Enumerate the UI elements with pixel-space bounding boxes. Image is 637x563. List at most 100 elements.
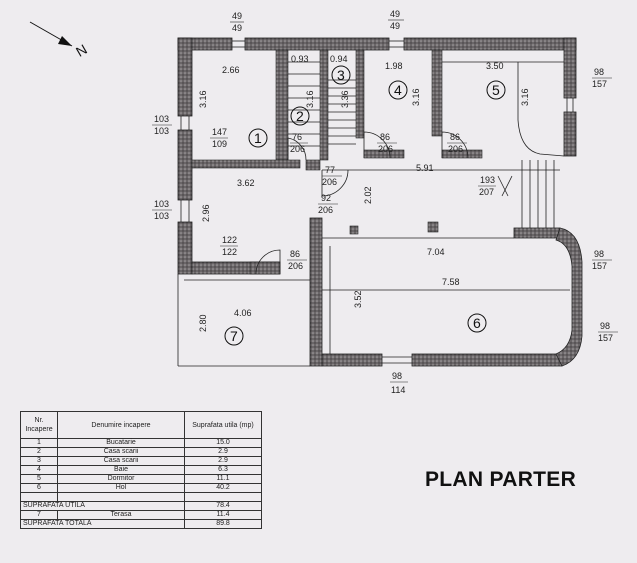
opening-bottom-bottom: 114 — [391, 385, 405, 395]
opening-w1-bottom: 109 — [212, 139, 227, 149]
room-numbers: 1 2 3 4 5 6 7 — [224, 65, 506, 346]
opening-d4-top: 86 — [380, 132, 390, 142]
cell-name: Terasa — [57, 510, 185, 520]
dim-r2-h: 3.16 — [305, 90, 315, 108]
opening-d8-bottom: 206 — [288, 261, 303, 271]
cell-area: 6.3 — [184, 465, 262, 475]
room-number-7: 7 — [230, 328, 238, 344]
opening-left-mid-bottom: 103 — [154, 211, 169, 221]
opening-top-left-top: 49 — [232, 11, 242, 21]
plan-title: PLAN PARTER — [425, 468, 577, 491]
surface-table: Nr. Incapere Denumire incapere Suprafata… — [20, 411, 262, 529]
dim-r3-h: 3.36 — [340, 90, 350, 108]
cell-nr: 4 — [20, 465, 58, 475]
opening-right-low-top: 98 — [600, 321, 610, 331]
north-arrow-icon: N — [29, 21, 90, 60]
opening-right-top-bottom: 157 — [592, 79, 607, 89]
cell-nr: 1 — [20, 438, 58, 448]
dim-hall-h: 2.02 — [363, 186, 373, 204]
cell-name: Dormitor — [57, 474, 185, 484]
dim-r8-h: 2.96 — [201, 204, 211, 222]
dim-r1-w: 2.66 — [222, 65, 240, 75]
opening-left-top-bottom: 103 — [154, 126, 169, 136]
room-dimensions: 2.66 3.16 0.93 3.16 0.94 3.36 1.98 3.16 … — [198, 54, 530, 332]
opening-d-right-top: 193 — [480, 175, 495, 185]
dim-r5-h: 3.16 — [520, 88, 530, 106]
cell-nr: 2 — [20, 447, 58, 457]
north-label: N — [73, 41, 90, 60]
header-nr: Nr. Incapere — [20, 411, 58, 439]
cell-nr: 5 — [20, 474, 58, 484]
room-number-2: 2 — [296, 108, 304, 124]
room-number-4: 4 — [394, 82, 402, 98]
dim-r6-w2: 7.58 — [442, 277, 460, 287]
opening-w8-bottom: 122 — [222, 247, 237, 257]
cell-name: Hol — [57, 483, 185, 493]
opening-right-low-bottom: 157 — [598, 333, 613, 343]
table-header-row: Nr. Incapere Denumire incapere Suprafata… — [20, 411, 262, 439]
table-row-empty — [20, 492, 262, 502]
opening-d4-bottom: 206 — [378, 144, 393, 154]
cell-area: 2.9 — [184, 456, 262, 466]
opening-bottom-top: 98 — [392, 371, 402, 381]
interior-walls — [191, 49, 483, 275]
cell-area: 15.0 — [184, 438, 262, 448]
opening-d8-top: 86 — [290, 249, 300, 259]
dim-r5-w: 3.50 — [486, 61, 504, 71]
room-number-6: 6 — [473, 315, 481, 331]
table-row: 4 Baie 6.3 — [20, 465, 262, 475]
useful-area-label: SUPRAFATA UTILA — [20, 501, 185, 511]
opening-labels: 49 49 49 49 98 157 98 157 98 157 103 103… — [152, 9, 618, 395]
cell-nr: 6 — [20, 483, 58, 493]
table-row: 1 Bucatarie 15.0 — [20, 438, 262, 448]
opening-top-left-bottom: 49 — [232, 23, 242, 33]
cell-area: 2.9 — [184, 447, 262, 457]
cell-nr: 3 — [20, 456, 58, 466]
useful-area-value: 78.4 — [184, 501, 262, 511]
opening-w8-top: 122 — [222, 235, 237, 245]
table-row: 2 Casa scarii 2.9 — [20, 447, 262, 457]
opening-top-mid-bottom: 49 — [390, 21, 400, 31]
cell-name: Bucatarie — [57, 438, 185, 448]
opening-d5-top: 86 — [450, 132, 460, 142]
dim-hall-w: 5.91 — [416, 163, 434, 173]
opening-d-hall-bottom: 206 — [322, 177, 337, 187]
opening-top-mid-top: 49 — [390, 9, 400, 19]
dim-r8-w: 3.62 — [237, 178, 255, 188]
dim-r2-w: 0.93 — [291, 54, 309, 64]
cell-name: Casa scarii — [57, 456, 185, 466]
cell-area: 40.2 — [184, 483, 262, 493]
total-area-label: SUPRAFATA TOTALA — [20, 519, 185, 529]
terrace-row: 7 Terasa 11.4 — [20, 510, 262, 520]
table-row: 6 Hol 40.2 — [20, 483, 262, 493]
dim-r4-h: 3.16 — [411, 88, 421, 106]
room-number-3: 3 — [337, 67, 345, 83]
room-number-1: 1 — [254, 130, 262, 146]
dim-r7-h: 2.80 — [198, 314, 208, 332]
floor-plan: N — [29, 9, 618, 395]
dim-r6-h: 3.52 — [353, 290, 363, 308]
opening-d-hall2-bottom: 206 — [318, 205, 333, 215]
opening-d5-bottom: 206 — [448, 144, 463, 154]
room-number-5: 5 — [492, 82, 500, 98]
exterior-walls — [177, 37, 583, 367]
opening-d-hall2-top: 92 — [321, 193, 331, 203]
dim-r1-h: 3.16 — [198, 90, 208, 108]
total-area-value: 89.8 — [184, 519, 262, 529]
dim-r4-w: 1.98 — [385, 61, 403, 71]
header-area: Suprafata utila (mp) — [184, 411, 262, 439]
cell-name: Baie — [57, 465, 185, 475]
cell-area: 11.4 — [184, 510, 262, 520]
opening-right-mid-top: 98 — [594, 249, 604, 259]
dim-r6-w1: 7.04 — [427, 247, 445, 257]
table-row: 5 Dormitor 11.1 — [20, 474, 262, 484]
opening-left-mid-top: 103 — [154, 199, 169, 209]
useful-area-row: SUPRAFATA UTILA 78.4 — [20, 501, 262, 511]
cell-nr: 7 — [20, 510, 58, 520]
opening-right-mid-bottom: 157 — [592, 261, 607, 271]
table-row: 3 Casa scarii 2.9 — [20, 456, 262, 466]
opening-d2-top: 76 — [292, 132, 302, 142]
cell-area: 11.1 — [184, 474, 262, 484]
dim-r3-w: 0.94 — [330, 54, 348, 64]
opening-w1-top: 147 — [212, 127, 227, 137]
